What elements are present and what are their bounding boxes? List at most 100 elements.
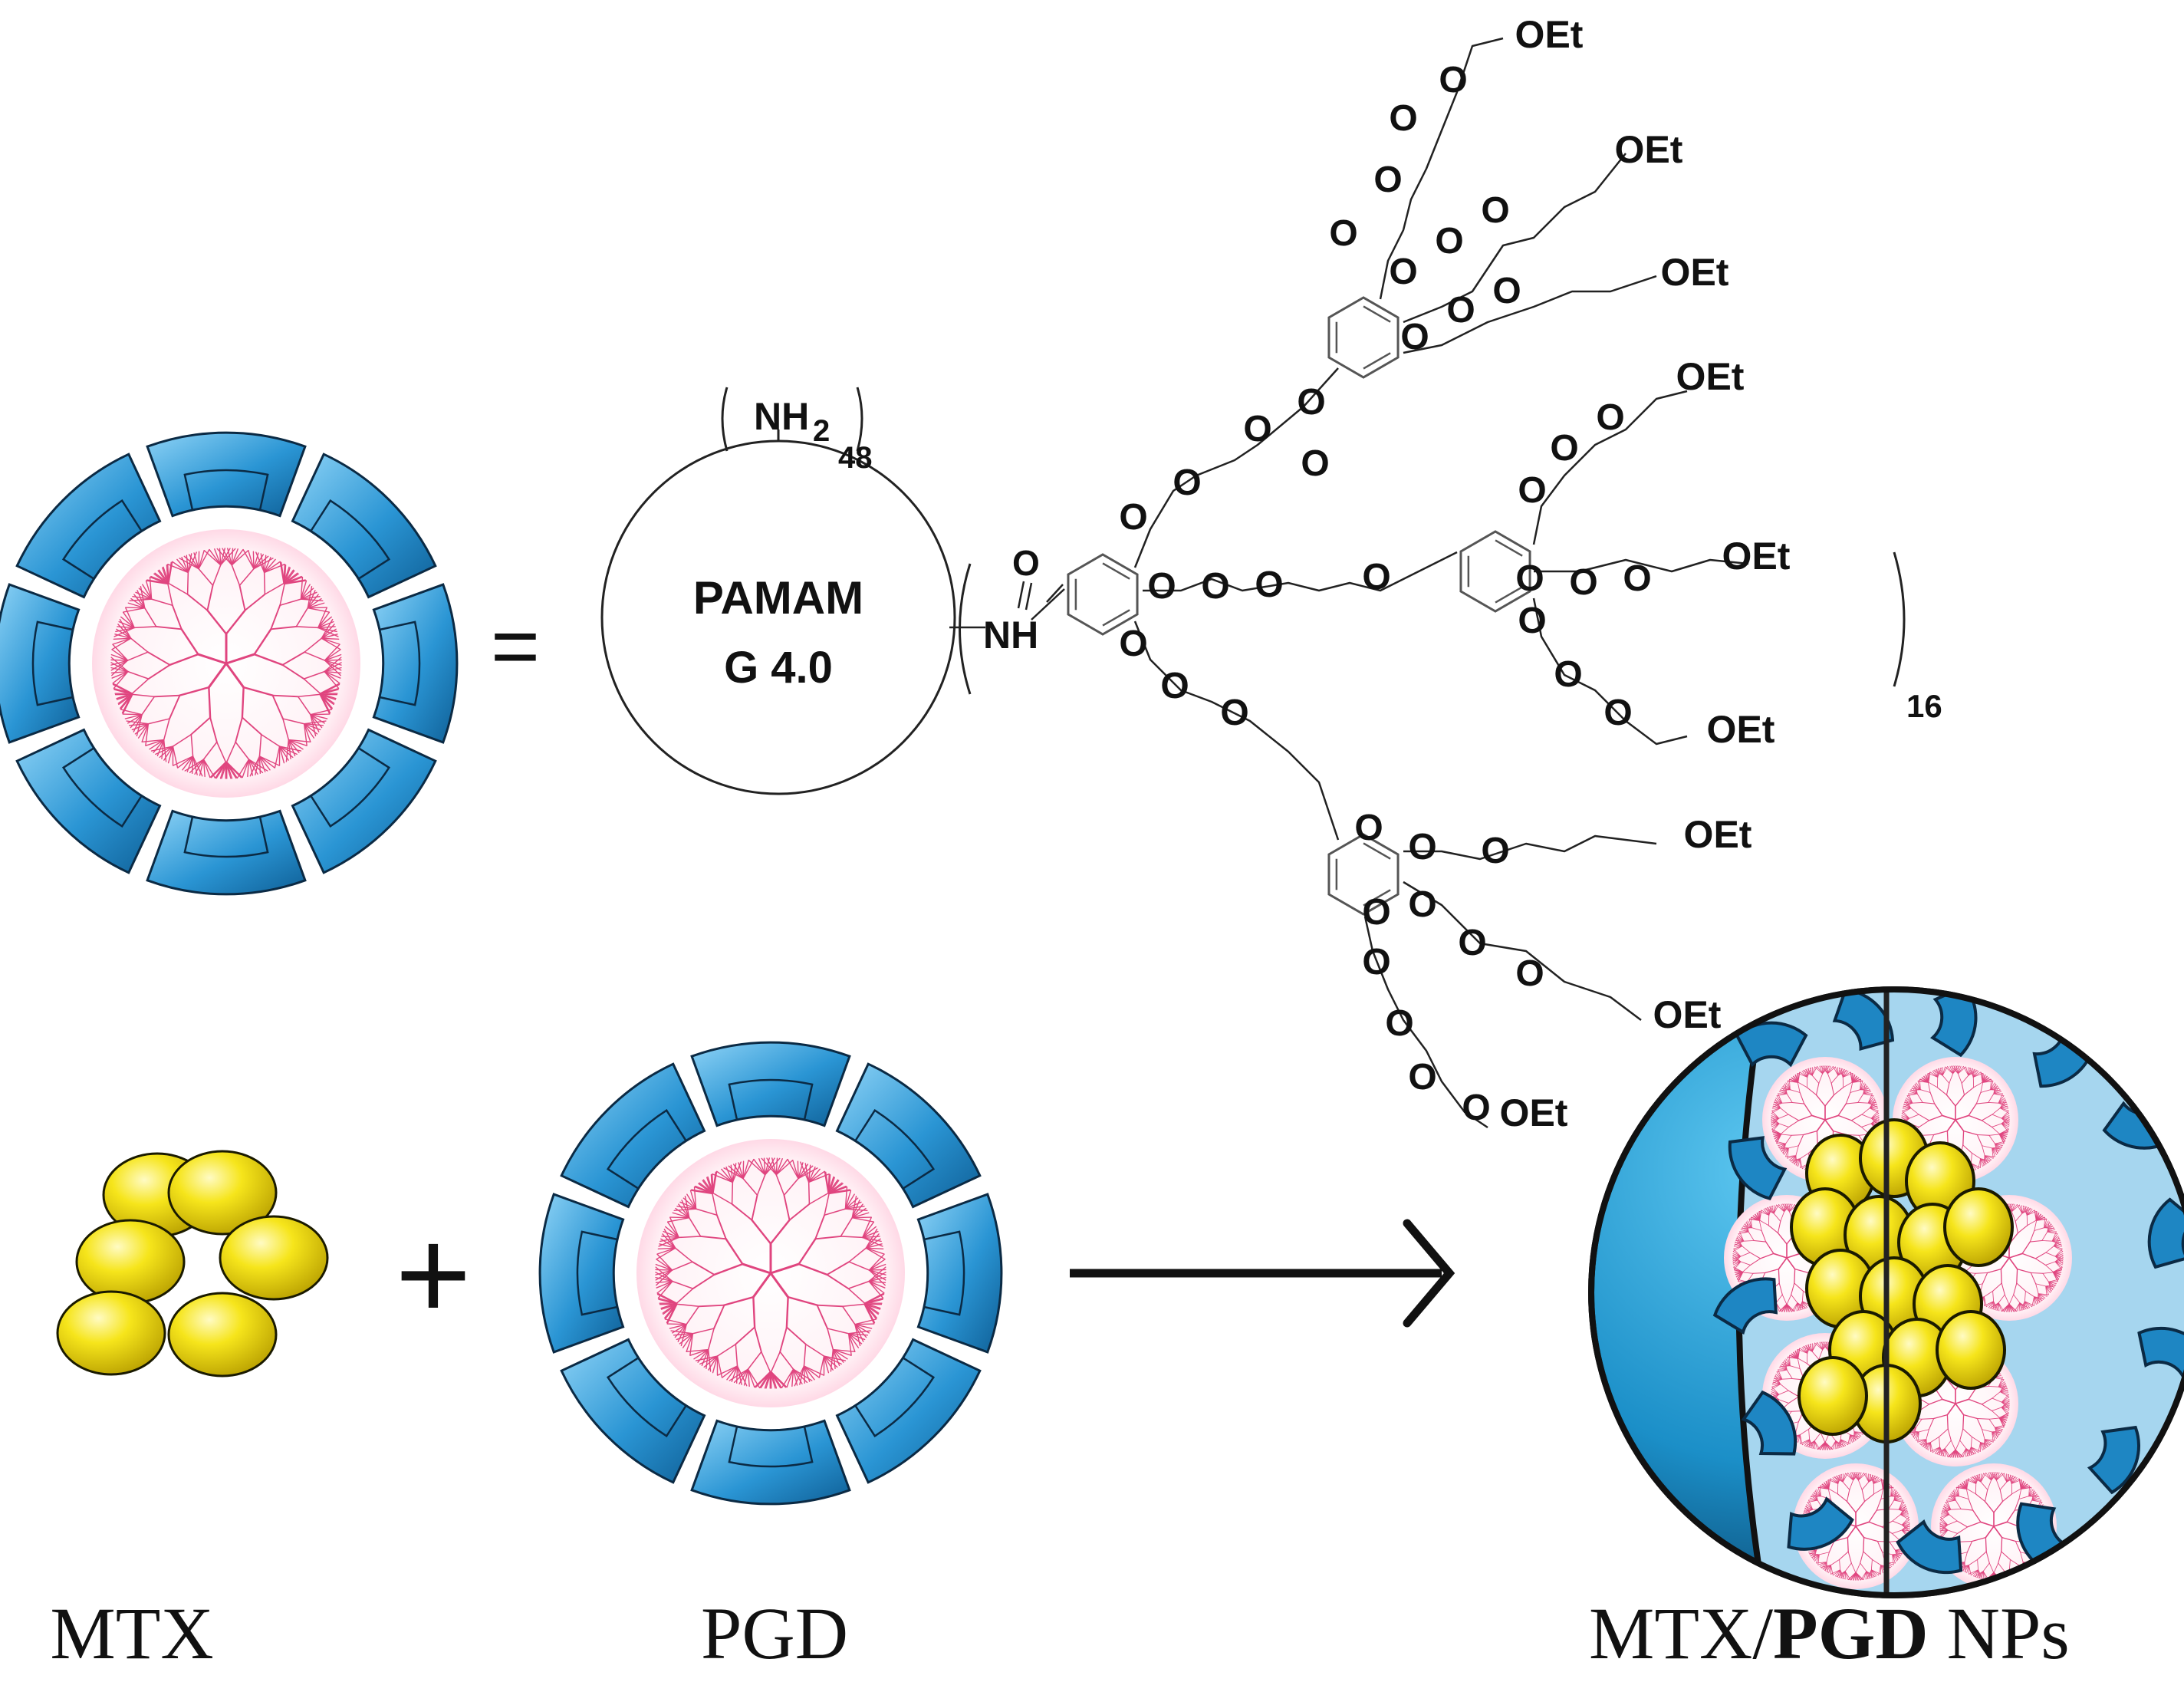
ether-oxygen: O xyxy=(1329,213,1357,254)
label-pgd: PGD xyxy=(701,1592,848,1674)
ether-oxygen: O xyxy=(1603,693,1632,733)
ether-chains xyxy=(1133,37,1749,1129)
shield-wedge xyxy=(560,1338,706,1484)
ethoxy-end-group: OEt xyxy=(1707,708,1775,751)
plus-sign: + xyxy=(395,1202,471,1348)
ether-oxygen: O xyxy=(1201,566,1229,607)
shield-wedge xyxy=(291,453,437,599)
ether-oxygen: O xyxy=(1623,558,1651,599)
shield-wedge xyxy=(291,728,437,874)
np-wedge xyxy=(1741,1390,1798,1456)
ether-oxygen: O xyxy=(1408,827,1436,867)
label-np-part-c: NPs xyxy=(1929,1592,2070,1674)
ether-oxygen: O xyxy=(1389,98,1417,139)
ether-oxygen: O xyxy=(1354,808,1383,848)
ether-oxygen: O xyxy=(1515,558,1544,599)
chain-bond xyxy=(1403,275,1657,354)
chain-bond xyxy=(1133,620,1340,841)
shield-wedge xyxy=(916,1193,1003,1354)
ethoxy-end-group: OEt xyxy=(1515,13,1584,56)
np-wedge xyxy=(1712,1277,1778,1335)
benzene-ring xyxy=(1067,553,1139,636)
ether-oxygen: O xyxy=(1518,601,1546,641)
pamam-label: PAMAM xyxy=(693,572,863,624)
ether-oxygen: O xyxy=(1554,654,1582,695)
ether-oxygen: O xyxy=(1462,1088,1490,1128)
ether-oxygen: O xyxy=(1362,942,1390,983)
np-drug-particle xyxy=(1798,1356,1868,1436)
ether-oxygen: O xyxy=(1458,923,1486,963)
ether-oxygen: O xyxy=(1518,470,1546,511)
label-np-part-b: PGD xyxy=(1773,1592,1929,1674)
pgd-dendrimer-icon-top xyxy=(0,431,459,896)
np-wedge xyxy=(1787,1496,1854,1551)
chain-bond xyxy=(1363,916,1488,1129)
chain-bond xyxy=(1143,551,1458,592)
amine-group-label: NH xyxy=(754,395,809,438)
chain-bond xyxy=(1403,153,1626,324)
np-wedge xyxy=(2137,1327,2184,1379)
shield-wedge xyxy=(15,453,162,599)
shield-wedge xyxy=(146,431,307,518)
repeat-count: 16 xyxy=(1906,688,1942,724)
ethoxy-end-group: OEt xyxy=(1722,535,1791,578)
ether-oxygen: O xyxy=(1492,271,1521,311)
pgd-dendrimer-icon-bottom xyxy=(538,1041,1003,1506)
np-drug-particle xyxy=(1936,1310,2006,1390)
ethoxy-end-group: OEt xyxy=(1684,813,1752,856)
ether-oxygen: O xyxy=(1160,666,1189,706)
np-drug-particle xyxy=(1943,1187,2014,1267)
mtx-molecule xyxy=(75,1219,186,1305)
shield-wedge xyxy=(0,583,81,744)
benzene-ring xyxy=(1327,833,1400,916)
equals-sign: = xyxy=(491,599,540,693)
ether-oxygen: O xyxy=(1569,562,1597,603)
shield-wedge xyxy=(15,728,162,874)
peg-shield-wedges xyxy=(0,431,459,896)
np-wedge xyxy=(1832,989,1895,1052)
reaction-arrow xyxy=(1070,1219,1455,1328)
ether-oxygen: O xyxy=(1515,953,1544,994)
ether-oxygen: O xyxy=(1373,160,1402,200)
ethoxy-end-group: OEt xyxy=(1653,993,1722,1036)
label-mtx: MTX xyxy=(50,1592,213,1674)
chain-bond xyxy=(1403,834,1657,861)
chain-bond xyxy=(1534,558,1749,573)
shield-wedge xyxy=(690,1419,851,1506)
benzene-ring xyxy=(1327,296,1400,379)
ether-oxygen: O xyxy=(1481,190,1509,231)
ether-oxygen: O xyxy=(1385,1003,1413,1044)
ethoxy-end-group: OEt xyxy=(1661,251,1729,294)
np-wedge xyxy=(2087,1425,2140,1495)
ether-oxygen: O xyxy=(1408,1057,1436,1098)
shield-wedge xyxy=(146,809,307,896)
mtx-molecule xyxy=(56,1290,166,1376)
ether-oxygen: O xyxy=(1220,693,1248,733)
ether-oxygen: O xyxy=(1301,443,1329,484)
ethoxy-end-group: OEt xyxy=(1676,355,1745,398)
nanoparticle-cutaway xyxy=(1588,986,2184,1598)
np-wedge xyxy=(1930,989,1978,1058)
peg-shield-wedges xyxy=(538,1041,1003,1506)
shield-wedge xyxy=(560,1062,706,1209)
mtx-drug-molecules xyxy=(56,1150,329,1378)
mtx-molecule xyxy=(167,1292,278,1378)
ether-oxygen: O xyxy=(1400,317,1429,357)
shield-wedge xyxy=(538,1193,625,1354)
ether-oxygen: O xyxy=(1439,60,1467,100)
shield-wedge xyxy=(835,1062,982,1209)
label-mtx-pgd-nps: MTX/PGD NPs xyxy=(1589,1592,2070,1674)
ether-oxygen: O xyxy=(1446,290,1475,331)
dendrimer-core xyxy=(636,1139,905,1407)
generation-label: G 4.0 xyxy=(724,643,833,693)
ether-oxygen: O xyxy=(1297,382,1325,423)
chain-bond xyxy=(1403,880,1642,1021)
benzene-ring xyxy=(1459,530,1531,613)
chain-bond xyxy=(1532,597,1688,746)
carbonyl-oxygen: O xyxy=(1012,543,1040,583)
shield-wedge xyxy=(690,1041,851,1127)
pamam-core-structure: NH 2 48 PAMAM G 4.0 16 NH O xyxy=(600,387,1942,795)
ether-oxygen: O xyxy=(1550,428,1578,469)
